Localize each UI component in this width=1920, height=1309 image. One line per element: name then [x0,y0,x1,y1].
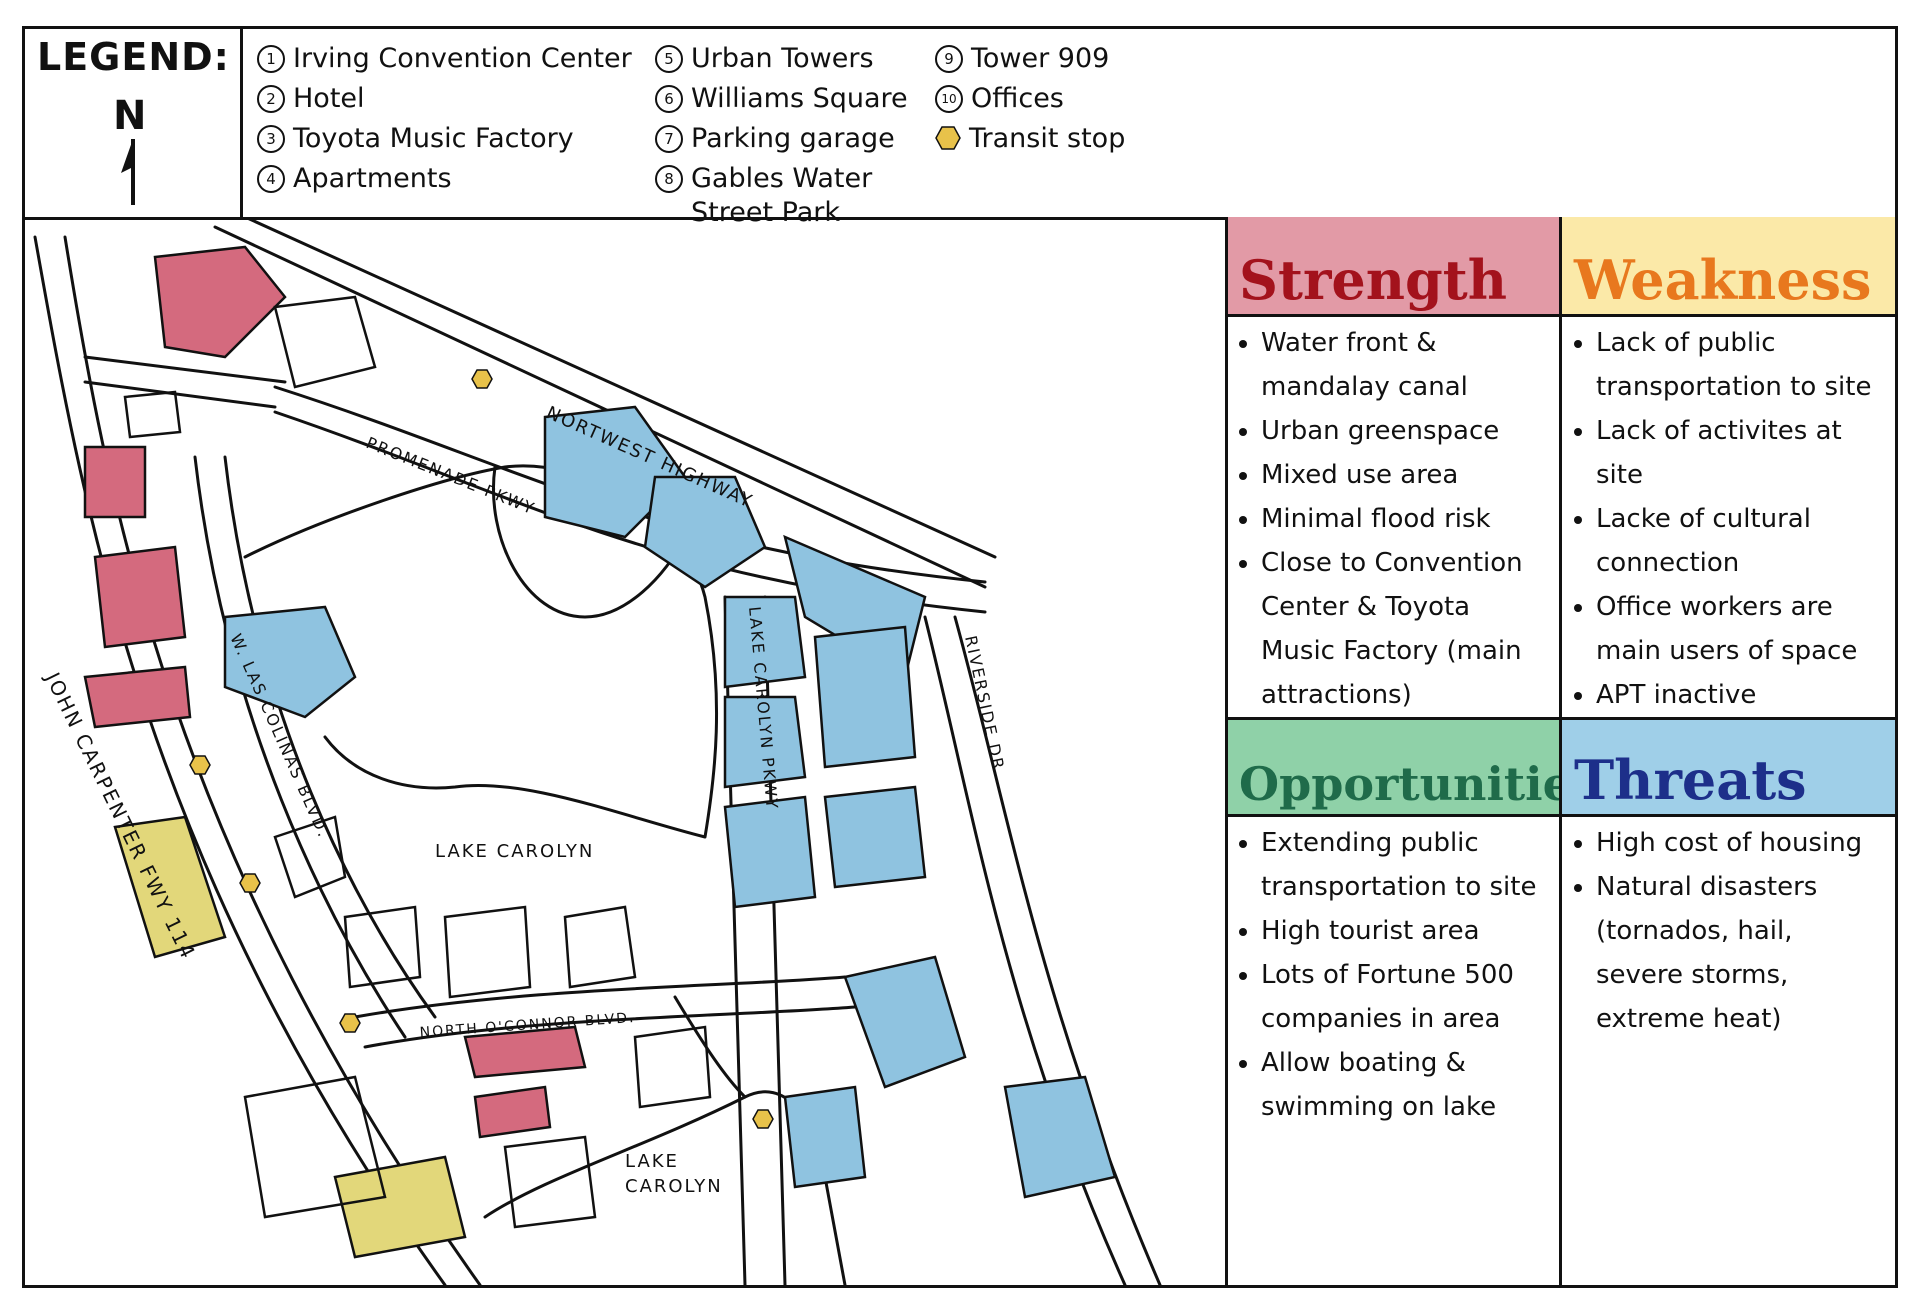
legend-item: 8 Gables Water Street Park [655,159,885,230]
legend-number: 4 [257,165,285,193]
transit-stops [189,369,774,1129]
north-arrow-icon [121,139,135,205]
legend-number: 2 [257,85,285,113]
legend-column-2: 5 Urban Towers 6 Williams Square 7 Parking … [655,39,908,230]
list-item: High tourist area [1261,909,1550,953]
legend-number: 1 [257,45,285,73]
legend-number: 9 [935,45,963,73]
site-map: NORTWEST HIGHWAY PROMENADE PKWY W. LAS C… [33,217,1162,1285]
legend-label: Toyota Music Factory [293,123,574,154]
legend-item: 1 Irving Convention Center [257,39,632,79]
hotel-buildings [83,245,587,1139]
legend-label: Transit stop [969,123,1126,154]
transit-stop-icon [752,1109,774,1129]
legend-number: 8 [655,165,683,193]
outline-buildings [123,295,712,1229]
legend-label: Urban Towers [691,43,874,74]
legend-item: 9 Tower 909 [935,39,1125,79]
lake-label-upper: LAKE CAROLYN [435,841,594,862]
list-item: Water front & mandalay canal [1261,321,1550,409]
swot-opportunities-list: Extending public transportation to site … [1225,821,1560,1129]
transit-stop-icon [935,126,961,150]
swot-weakness-list: Lack of public transportation to site La… [1560,321,1895,717]
legend-label: Hotel [293,83,365,114]
legend-item: 6 Williams Square [655,79,908,119]
legend-label: Gables Water Street Park [691,163,873,228]
legend-item: Transit stop [935,119,1125,159]
list-item: APT inactive [1596,673,1885,717]
list-item: Close to Convention Center & Toyota Musi… [1261,541,1550,717]
legend-column-1: 1 Irving Convention Center 2 Hotel 3 Toyota… [257,39,632,199]
legend-label: Apartments [293,163,452,194]
legend-label: Williams Square [691,83,908,114]
apartment-buildings [223,405,1117,1199]
swot-opportunities: Opportunities Extending public transport… [1225,717,1598,1285]
swot-weakness-title: Weakness [1574,247,1872,312]
transit-stop-icon [339,1013,361,1033]
swot-panel: Strength Water front & mandalay canal Ur… [1225,217,1895,1285]
swot-divider [1225,717,1895,720]
legend-panel: LEGEND: N 1 Irving Convention Center 2 Hot… [25,29,1895,228]
legend-item: 3 Toyota Music Factory [257,119,632,159]
list-item: High cost of housing [1596,821,1885,865]
legend-label: Irving Convention Center [293,43,632,74]
swot-weakness: Weakness Lack of public transportation t… [1560,217,1895,717]
legend-item: 10 Offices [935,79,1125,119]
legend-label: Offices [971,83,1064,114]
road-label-promenade: PROMENADE PKWY [364,433,539,518]
road-label-riverside: RIVERSIDE DR. [961,634,1010,779]
lake-label-lower-1: LAKE [625,1151,679,1172]
list-item: Natural disasters (tornados, hail, sever… [1596,865,1885,1041]
legend-number: 6 [655,85,683,113]
list-item: Lots of Fortune 500 companies in area [1261,953,1550,1041]
swot-strength-list: Water front & mandalay canal Urban green… [1225,321,1560,717]
legend-item: 4 Apartments [257,159,632,199]
swot-opportunities-header: Opportunities [1225,717,1598,817]
swot-strength-title: Strength [1239,247,1507,312]
legend-item: 7 Parking garage [655,119,908,159]
north-label: N [113,93,147,139]
legend-column-3: 9 Tower 909 10 Offices Transit stop [935,39,1125,159]
swot-divider [1559,217,1562,1285]
transit-stop-icon [189,755,211,775]
site-analysis-sheet: LEGEND: N 1 Irving Convention Center 2 Hot… [22,26,1898,1288]
swot-divider [1225,217,1228,1285]
transit-stop-icon [471,369,493,389]
legend-label: Tower 909 [971,43,1110,74]
legend-item: 2 Hotel [257,79,632,119]
list-item: Urban greenspace [1261,409,1550,453]
list-item: Allow boating & swimming on lake [1261,1041,1550,1129]
lake-label-lower-2: CAROLYN [625,1176,723,1197]
legend-number: 10 [935,85,963,113]
list-item: Lack of public transportation to site [1596,321,1885,409]
list-item: Lacke of cultural connection [1596,497,1885,585]
legend-item: 5 Urban Towers [655,39,908,79]
swot-threats-title: Threats [1574,747,1807,812]
swot-weakness-header: Weakness [1560,217,1895,317]
legend-title-box: LEGEND: N [25,29,243,217]
office-buildings [113,815,467,1259]
list-item: Office workers are main users of space [1596,585,1885,673]
legend-number: 7 [655,125,683,153]
list-item: Lack of activites at site [1596,409,1885,497]
legend-number: 3 [257,125,285,153]
list-item: Minimal flood risk [1261,497,1550,541]
legend-label: Parking garage [691,123,895,154]
swot-opportunities-title: Opportunities [1239,757,1598,812]
legend-number: 5 [655,45,683,73]
swot-threats: Threats High cost of housing Natural dis… [1560,717,1895,1285]
legend-title: LEGEND: [37,35,230,79]
list-item: Extending public transportation to site [1261,821,1550,909]
list-item: Mixed use area [1261,453,1550,497]
swot-threats-header: Threats [1560,717,1895,817]
transit-stop-icon [239,873,261,893]
swot-threats-list: High cost of housing Natural disasters (… [1560,821,1895,1041]
swot-strength: Strength Water front & mandalay canal Ur… [1225,217,1560,717]
swot-strength-header: Strength [1225,217,1560,317]
